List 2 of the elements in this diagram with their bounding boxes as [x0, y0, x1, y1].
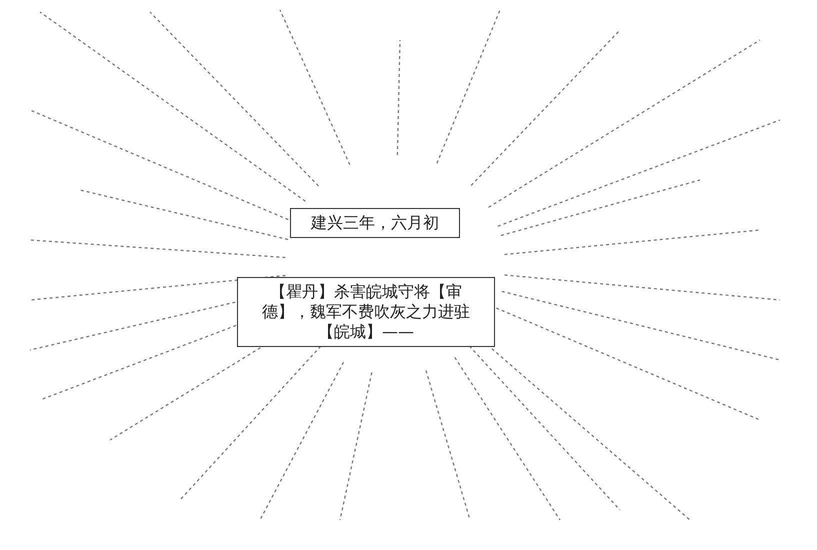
caption-box: 【瞿丹】杀害皖城守将【审德】，魏军不费吹灰之力进驻【皖城】—— [237, 277, 495, 347]
caption-box: 建兴三年，六月初 [290, 208, 460, 238]
